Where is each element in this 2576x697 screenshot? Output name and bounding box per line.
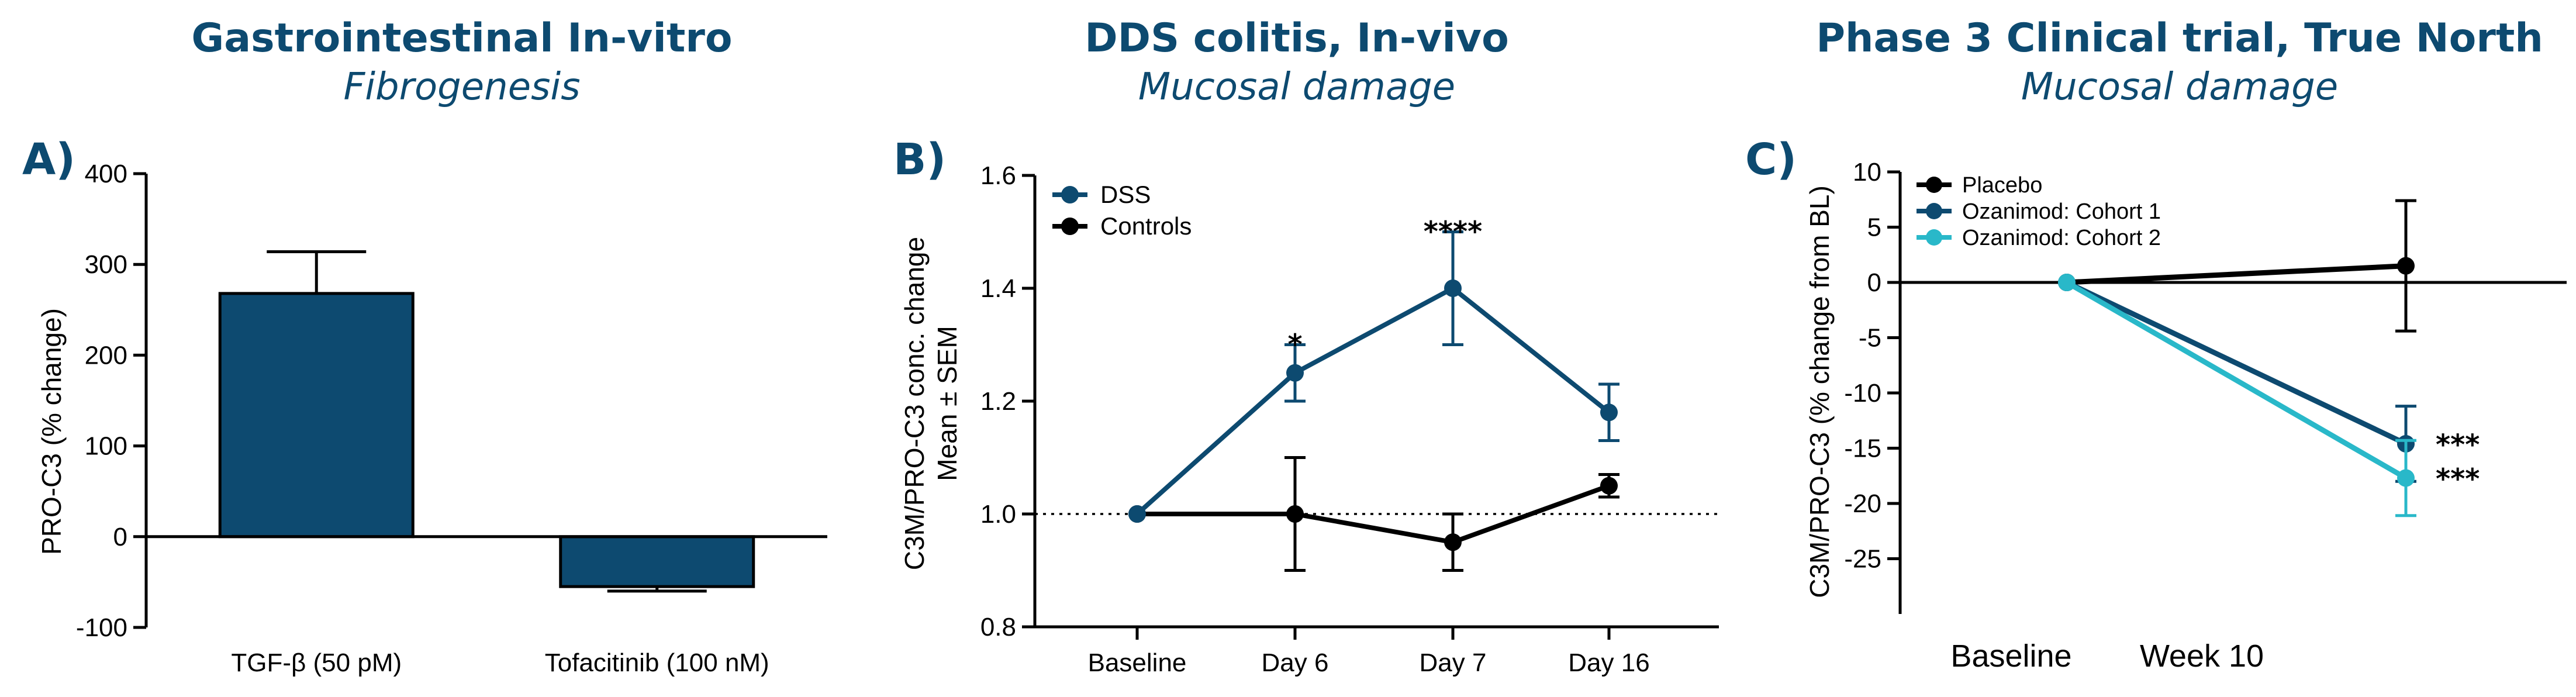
panel-a-ytick-label: 200 [85,341,127,370]
panel-b-title: DDS colitis, In-vivo [1085,15,1509,61]
panel-c-series-line [2066,263,2406,285]
panel-a-ytick-label: -100 [76,613,127,642]
panel-c-ytick-label: 5 [1867,213,1881,242]
panel-b-legend-marker [1061,218,1079,235]
panel-c-legend-label: Placebo [1962,173,2042,198]
panel-c-series-line [2066,280,2407,447]
panel-b-legend-marker [1061,186,1079,203]
panel-c-ytick-label: 0 [1867,268,1881,297]
panel-a-title: Gastrointestinal In-vitro [191,15,732,61]
panel-c-data-point [2397,469,2415,487]
panel-a-label: A) [22,134,75,185]
panel-a-bar [559,535,755,588]
panel-c-category-label: Week 10 [2140,639,2264,674]
panel-b-ytick-label: 1.4 [980,274,1016,303]
panel-a-ytick-label: 100 [85,432,127,461]
panel-b-legend-label: Controls [1100,212,1192,240]
panel-b-data-point [1286,505,1304,523]
panel-b-significance-marker: * [1287,329,1302,361]
panel-a-ytick-label: 300 [85,250,127,279]
panel-c-legend-marker [1926,203,1942,219]
panel-b-ytick-label: 1.6 [980,161,1016,190]
panel-c-significance-marker: *** [2436,463,2480,496]
panel-c-legend-label: Ozanimod: Cohort 1 [1962,199,2161,224]
panel-a-bar-chart: PRO-C3 (% change) -100 0 100 200 300 400 TGF-… [36,160,827,677]
panel-c-data-point [2397,257,2415,275]
panel-a-ytick-label: 400 [85,160,127,188]
panel-b-data-point [1128,505,1146,523]
panel-c-label: C) [1745,134,1797,185]
panel-c-legend-label: Ozanimod: Cohort 2 [1962,226,2161,250]
panel-c-significance-marker: *** [2436,429,2480,461]
panel-b-category-label: Day 7 [1420,648,1487,677]
panel-b-data-point [1444,533,1462,551]
panel-c-ylabel: C3M/PRO-C3 (% change from BL) [1804,185,1835,598]
panel-c-data-point [2058,274,2076,291]
panel-a-ylabel: PRO-C3 (% change) [36,308,67,555]
panel-b-ytick-label: 1.0 [980,500,1016,529]
panel-b-line-chart: C3M/PRO-C3 conc. change Mean ± SEM 0.8 1.… [899,161,1719,677]
panel-b-ylabel-line2: Mean ± SEM [932,326,962,481]
panel-a-subtitle: Fibrogenesis [343,65,580,109]
panel-b-legend-label: DSS [1100,181,1151,208]
panel-c-category-label: Baseline [1950,639,2071,674]
panel-c-ytick-label: -20 [1844,489,1881,518]
panel-a-category-label: Tofacitinib (100 nM) [545,648,769,677]
panel-b-ylabel-line1: C3M/PRO-C3 conc. change [899,237,930,570]
panel-b-series-line [1135,285,1611,516]
panel-c-ytick-label: -15 [1844,434,1881,463]
panel-b-series-line [1137,483,1610,545]
panel-c-ytick-label: 10 [1853,158,1881,187]
panel-a-category-label: TGF-β (50 pM) [231,648,402,677]
panel-c-subtitle: Mucosal damage [2021,65,2338,109]
panel-b-data-point [1600,477,1618,495]
panel-c-ytick-label: -10 [1844,379,1881,408]
panel-b-significance-marker: **** [1424,216,1482,249]
panel-a-ytick-label: 0 [113,523,127,551]
panel-b-ytick-label: 1.2 [980,387,1016,416]
panel-b-category-label: Day 6 [1262,648,1329,677]
panel-b-ytick-label: 0.8 [980,613,1016,641]
panel-b-subtitle: Mucosal damage [1138,65,1455,109]
panel-c-legend-marker [1926,177,1942,193]
panel-b-label: B) [893,134,946,185]
panel-c-ytick-label: -5 [1859,324,1881,353]
panel-b-data-point [1600,403,1618,422]
panel-c-legend-marker [1926,229,1942,246]
panel-c-series-line [2065,280,2408,481]
panel-b-category-label: Baseline [1088,648,1187,677]
panel-c-line-chart: C3M/PRO-C3 (% change from BL) -25 -20 -15 -… [1804,158,2567,674]
panel-b-data-point [1444,280,1462,297]
panel-c-ytick-label: -25 [1844,545,1881,574]
panel-b-data-point [1286,364,1304,382]
panel-b-category-label: Day 16 [1568,648,1649,677]
panel-c-title: Phase 3 Clinical trial, True North [1816,15,2543,61]
panel-a-bar [218,292,415,539]
